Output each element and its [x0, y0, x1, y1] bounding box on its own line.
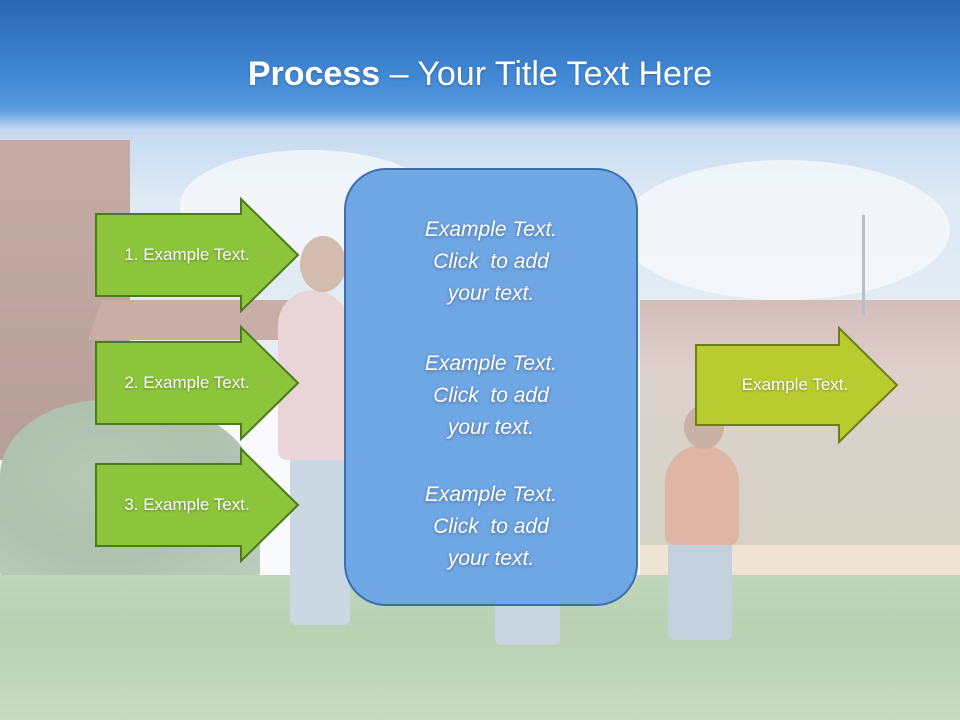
panel-line: your text.: [447, 282, 535, 305]
title-band: [0, 0, 960, 130]
person-man-legs: [290, 455, 350, 625]
panel-line: Click to add: [433, 384, 549, 407]
process-arrow-1[interactable]: 1. Example Text.: [95, 196, 300, 314]
panel-line: Example Text.: [424, 483, 558, 506]
title-rest: – Your Title Text Here: [380, 55, 713, 93]
arrow-label: 2. Example Text.: [124, 373, 250, 392]
slide-title[interactable]: Process – Your Title Text Here: [0, 52, 960, 96]
panel-line: Example Text.: [424, 218, 558, 241]
person-man-head: [300, 236, 346, 292]
title-bold: Process: [247, 55, 381, 93]
process-arrow-3[interactable]: 3. Example Text.: [95, 446, 300, 564]
panel-text-block-2[interactable]: Example Text. Click to add your text.: [346, 348, 636, 444]
arrow-shape: [95, 324, 300, 442]
panel-line: your text.: [447, 416, 535, 439]
arrow-label: Example Text.: [741, 375, 849, 394]
panel-line: your text.: [447, 547, 535, 570]
panel-line: Click to add: [433, 250, 549, 273]
person-child-legs: [668, 540, 732, 640]
panel-text-block-1[interactable]: Example Text. Click to add your text.: [346, 214, 636, 310]
panel-line: Click to add: [433, 515, 549, 538]
panel-text-block-3[interactable]: Example Text. Click to add your text.: [346, 479, 636, 575]
arrow-shape: [95, 446, 300, 564]
arrow-label: 1. Example Text.: [124, 245, 250, 264]
antenna: [862, 215, 865, 315]
person-child: [665, 445, 739, 545]
process-arrow-result[interactable]: Example Text.: [695, 325, 900, 445]
arrow-shape: [95, 196, 300, 314]
arrow-shape: [695, 325, 899, 445]
process-arrow-2[interactable]: 2. Example Text.: [95, 324, 300, 442]
cloud: [620, 160, 950, 300]
arrow-label: 3. Example Text.: [124, 495, 250, 514]
center-text-panel[interactable]: Example Text. Click to add your text. Ex…: [344, 168, 638, 606]
panel-line: Example Text.: [424, 352, 558, 375]
